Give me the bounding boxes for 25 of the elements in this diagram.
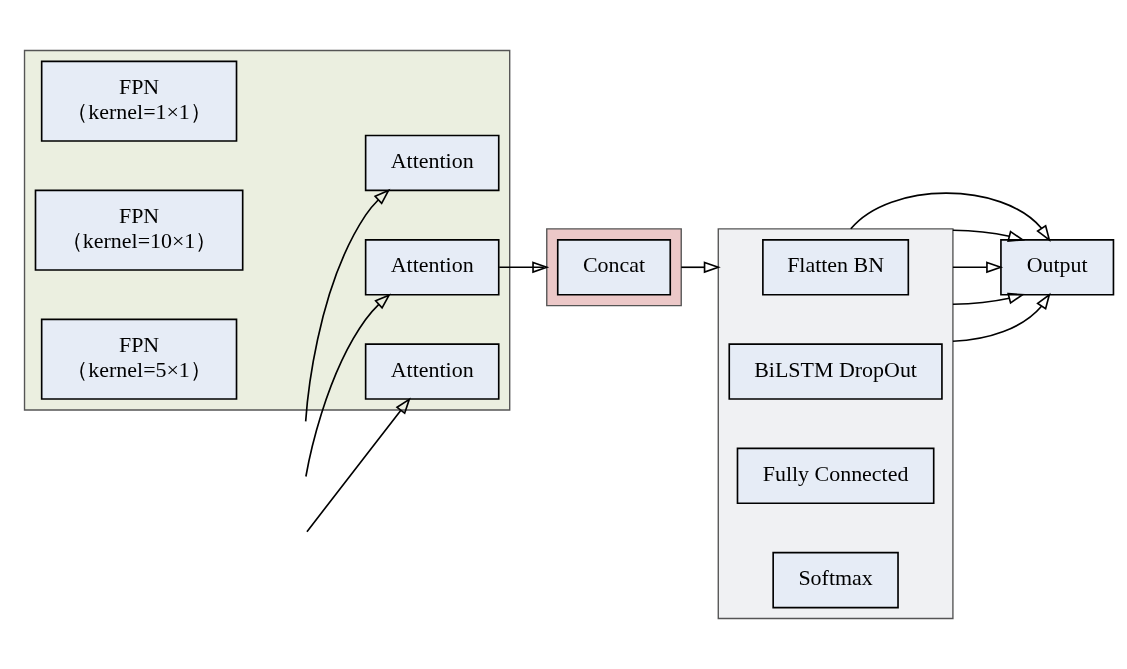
node-box: FPN （kernel=1×1） (40, 60, 238, 142)
node-box: FPN （kernel=5×1） (40, 318, 238, 400)
arrow (849, 192, 1051, 242)
node-box: Attention (364, 239, 500, 296)
node-box: Fully Connected (736, 447, 935, 505)
arrow (498, 261, 550, 274)
node-box: BiLSTM DropOut (728, 343, 943, 400)
cluster (717, 228, 954, 620)
arrow (680, 261, 721, 274)
arrow (952, 292, 1026, 306)
node-box: FPN （kernel=10×1） (34, 189, 244, 271)
arrow (304, 188, 391, 423)
arrow (952, 261, 1004, 274)
node-box: Attention (364, 134, 500, 192)
node-box: Concat (556, 239, 672, 296)
node-box: Softmax (772, 551, 899, 609)
cluster (23, 49, 511, 411)
arrow (952, 292, 1051, 343)
node-box: Flatten BN (762, 239, 910, 296)
arrow (305, 293, 391, 478)
arrow (952, 229, 1026, 242)
arrow (306, 397, 411, 533)
cluster (546, 228, 682, 307)
node-box: Output (1000, 239, 1115, 296)
node-box: Attention (364, 343, 500, 400)
